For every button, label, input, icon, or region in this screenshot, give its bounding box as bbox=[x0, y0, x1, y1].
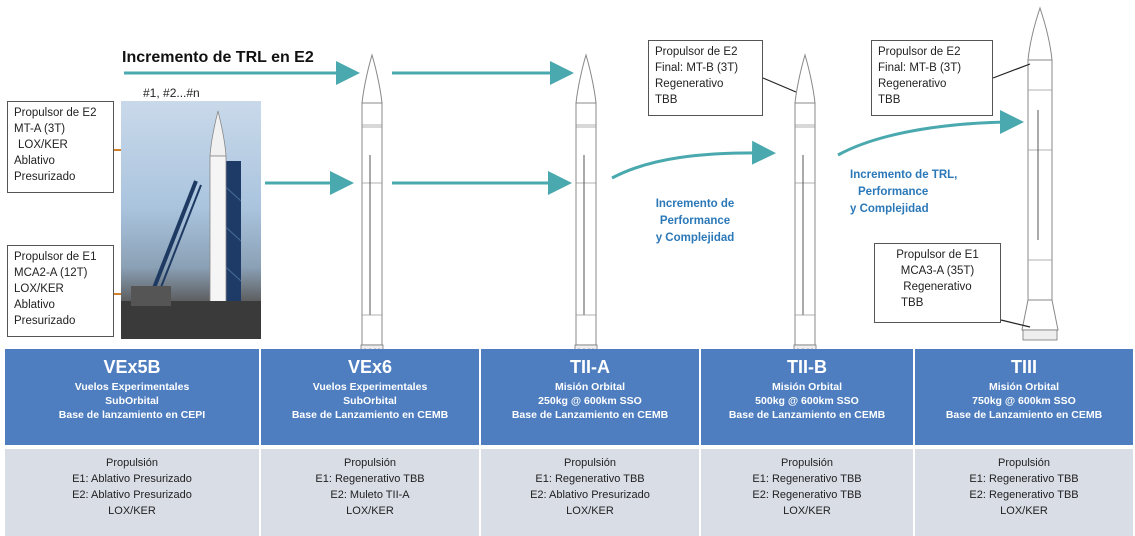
callout-vex5b-e1: Propulsor de E1 MCA2-A (12T) LOX/KER Abl… bbox=[7, 245, 114, 337]
trl-heading: Incremento de TRL en E2 bbox=[122, 49, 314, 66]
note-trl-performance: Incremento de TRL, Performance y Complej… bbox=[850, 169, 958, 215]
callout-vex5b-e2: Propulsor de E2 MT-A (3T) LOX/KER Ablati… bbox=[7, 101, 114, 193]
stage-tiii: TIII Misión Orbital 750kg @ 600km SSO Ba… bbox=[913, 349, 1133, 445]
rocket-vex6 bbox=[360, 54, 384, 356]
flow-arrow-4 bbox=[837, 110, 1024, 157]
propulsion-vex6: Propulsión E1: Regenerativo TBB E2: Mule… bbox=[259, 449, 479, 536]
rocket-tiib bbox=[793, 54, 817, 356]
callout-tiib-e2: Propulsor de E2 Final: MT-B (3T) Regener… bbox=[648, 40, 763, 116]
stage-vex5b: VEx5B Vuelos Experimentales SubOrbital B… bbox=[58, 357, 206, 421]
flow-arrow-3 bbox=[611, 140, 776, 180]
sequence-label: #1, #2...#n bbox=[143, 86, 200, 100]
note-performance: Incremento de Performance y Complejidad bbox=[655, 198, 735, 244]
rocket-tiii bbox=[1021, 6, 1059, 341]
propulsion-vex5b: Propulsión E1: Ablativo Presurizado E2: … bbox=[72, 457, 192, 517]
vex5b-launch-photo bbox=[121, 101, 261, 339]
callout-tiii-e2: Propulsor de E2 Final: MT-B (3T) Regener… bbox=[871, 40, 993, 116]
stage-tiia: TII-A Misión Orbital 250kg @ 600km SSO B… bbox=[479, 349, 699, 445]
rocket-tiia bbox=[574, 54, 598, 356]
propulsion-band bbox=[5, 449, 1133, 536]
propulsion-tiib: Propulsión E1: Regenerativo TBB E2: Rege… bbox=[699, 449, 913, 536]
propulsion-tiii: Propulsión E1: Regenerativo TBB E2: Rege… bbox=[913, 449, 1133, 536]
stage-vex6: VEx6 Vuelos Experimentales SubOrbital Ba… bbox=[259, 349, 479, 445]
propulsion-tiia: Propulsión E1: Regenerativo TBB E2: Abla… bbox=[479, 449, 699, 536]
callout-tiii-e1: Propulsor de E1 MCA3-A (35T) Regenerativ… bbox=[874, 243, 1001, 323]
stage-tiib: TII-B Misión Orbital 500kg @ 600km SSO B… bbox=[699, 349, 913, 445]
stage-band bbox=[5, 349, 1133, 445]
